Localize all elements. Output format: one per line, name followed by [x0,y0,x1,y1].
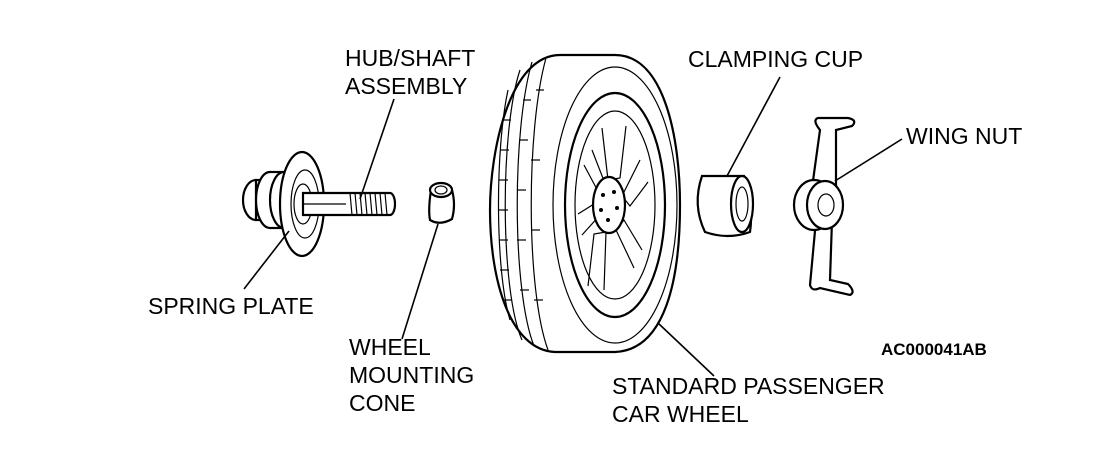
label-hub-shaft-line1: HUB/SHAFT [345,45,476,71]
label-standard-passenger-car-wheel: STANDARD PASSENGER CAR WHEEL [612,372,885,428]
wheel-mounting-cone [428,181,456,224]
label-wheel-line1: STANDARD PASSENGER [612,373,885,399]
figure-code: AC000041AB [881,340,987,359]
label-cone-line1: WHEEL [349,334,431,360]
label-clamping-cup: CLAMPING CUP [688,46,864,72]
label-cone-line2: MOUNTING [349,362,475,388]
leader-lines [243,76,903,377]
label-wheel-mounting-cone: WHEEL MOUNTING CONE [349,333,474,417]
hub-shaft-assembly [241,150,397,258]
label-cone-line3: CONE [349,390,416,416]
clamping-cup [696,174,755,238]
passenger-car-wheel [488,53,682,354]
label-hub-shaft-line2: ASSEMBLY [345,73,468,99]
label-wheel-line2: CAR WHEEL [612,401,749,427]
wing-nut [792,116,856,297]
label-hub-shaft-assembly: HUB/SHAFT ASSEMBLY [345,44,475,100]
label-spring-plate: SPRING PLATE [148,293,314,319]
label-wing-nut: WING NUT [906,123,1023,149]
